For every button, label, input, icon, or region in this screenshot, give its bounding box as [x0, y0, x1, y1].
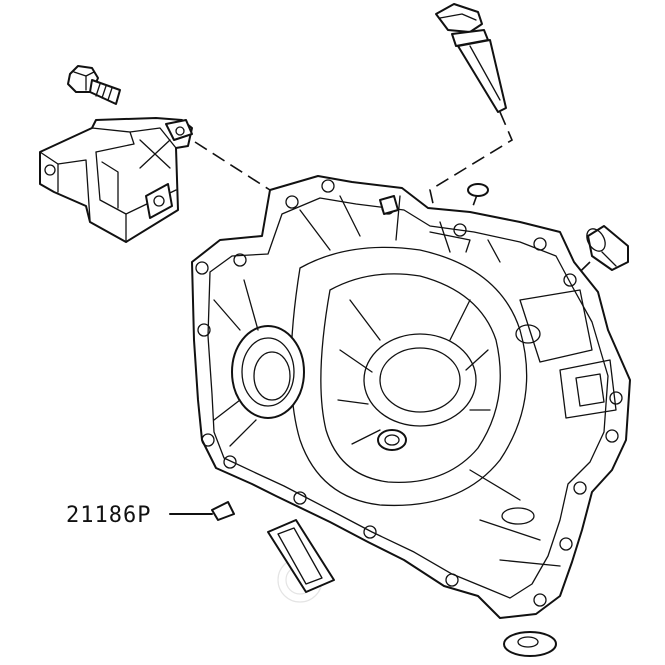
cap-plug-part [586, 225, 629, 271]
breather-tube-part [435, 3, 507, 113]
bolt-part [67, 65, 121, 105]
transmission-case-body [191, 175, 631, 619]
rubber-boot-part [267, 519, 335, 593]
small-plug-part [467, 183, 489, 197]
pin-part [169, 501, 235, 521]
part-number-label: 21186P [66, 503, 151, 528]
grommet-part [503, 631, 557, 657]
mount-bracket-part [39, 117, 193, 243]
